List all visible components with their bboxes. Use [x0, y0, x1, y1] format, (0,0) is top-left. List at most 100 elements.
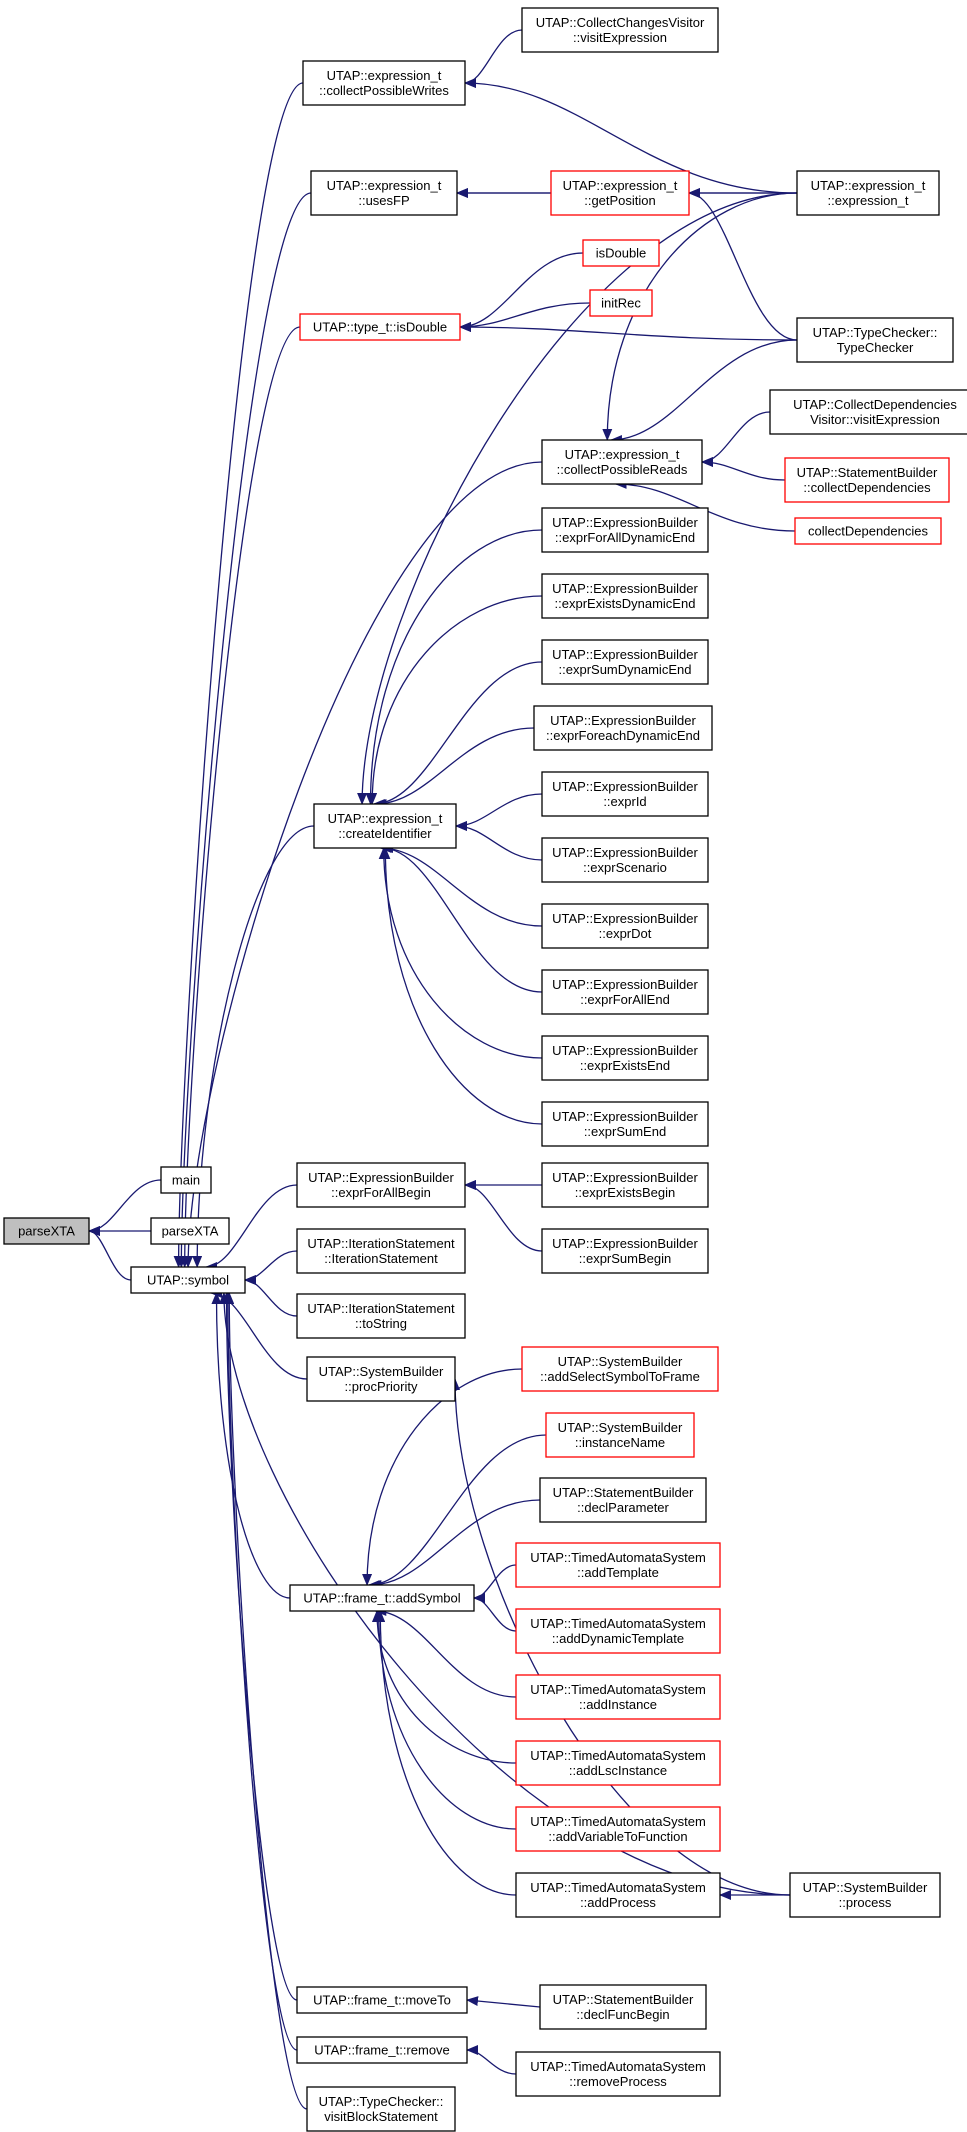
node-box-exprSumBegin[interactable] — [541, 1228, 709, 1274]
node-box-moveTo[interactable] — [296, 1986, 468, 2014]
node-collectDepVisitor[interactable]: UTAP::CollectDependenciesVisitor::visitE… — [769, 389, 967, 435]
node-box-parseXTA2[interactable] — [150, 1217, 230, 1245]
node-symbol[interactable]: UTAP::symbol — [130, 1266, 246, 1294]
node-box-parseXTA_root[interactable] — [3, 1217, 90, 1245]
node-box-usesFP[interactable] — [310, 170, 458, 216]
node-box-exprExistsEnd[interactable] — [541, 1035, 709, 1081]
node-moveTo[interactable]: UTAP::frame_t::moveTo — [296, 1986, 468, 2014]
node-collectPossibleWrites[interactable]: UTAP::expression_t::collectPossibleWrite… — [302, 60, 466, 106]
node-box-typeChecker[interactable] — [796, 317, 954, 363]
node-initRec[interactable]: initRec — [589, 289, 653, 317]
node-exprExistsEnd[interactable]: UTAP::ExpressionBuilder::exprExistsEnd — [541, 1035, 709, 1081]
node-sysProcess[interactable]: UTAP::SystemBuilder::process — [789, 1872, 941, 1918]
node-box-iterStmt[interactable] — [296, 1228, 466, 1274]
node-parseXTA_root[interactable]: parseXTA — [3, 1217, 90, 1245]
node-procPriority[interactable]: UTAP::SystemBuilder::procPriority — [306, 1356, 456, 1402]
node-exprId[interactable]: UTAP::ExpressionBuilder::exprId — [541, 771, 709, 817]
node-box-collectChanges[interactable] — [521, 7, 719, 53]
node-box-main[interactable] — [160, 1166, 212, 1194]
node-collectPossibleReads[interactable]: UTAP::expression_t::collectPossibleReads — [541, 439, 703, 485]
node-box-typeIsDouble[interactable] — [299, 313, 461, 341]
node-box-getPosition[interactable] — [550, 170, 690, 216]
node-declParameter[interactable]: UTAP::StatementBuilder::declParameter — [539, 1477, 707, 1523]
node-box-exprForAllEnd[interactable] — [541, 969, 709, 1015]
node-box-visitBlock[interactable] — [306, 2086, 456, 2132]
node-box-isDoubleFn[interactable] — [582, 239, 660, 267]
node-getPosition[interactable]: UTAP::expression_t::getPosition — [550, 170, 690, 216]
node-box-addSelectSymbol[interactable] — [521, 1346, 719, 1392]
node-box-collectDepVisitor[interactable] — [769, 389, 967, 435]
node-exprForeachDynEnd[interactable]: UTAP::ExpressionBuilder::exprForeachDyna… — [533, 705, 713, 751]
node-addSelectSymbol[interactable]: UTAP::SystemBuilder::addSelectSymbolToFr… — [521, 1346, 719, 1392]
node-typeChecker[interactable]: UTAP::TypeChecker::TypeChecker — [796, 317, 954, 363]
node-addLscInstance[interactable]: UTAP::TimedAutomataSystem::addLscInstanc… — [515, 1740, 721, 1786]
node-createIdentifier[interactable]: UTAP::expression_t::createIdentifier — [313, 803, 457, 849]
node-exprExistsBegin[interactable]: UTAP::ExpressionBuilder::exprExistsBegin — [541, 1162, 709, 1208]
node-box-exprForeachDynEnd[interactable] — [533, 705, 713, 751]
node-box-removeProcess[interactable] — [515, 2051, 721, 2097]
node-exprCtor[interactable]: UTAP::expression_t::expression_t — [796, 170, 940, 216]
node-box-collectPossibleReads[interactable] — [541, 439, 703, 485]
node-box-addProcess[interactable] — [515, 1872, 721, 1918]
node-box-procPriority[interactable] — [306, 1356, 456, 1402]
node-box-collectDeps[interactable] — [794, 517, 942, 545]
node-addSymbol[interactable]: UTAP::frame_t::addSymbol — [289, 1584, 475, 1612]
node-typeIsDouble[interactable]: UTAP::type_t::isDouble — [299, 313, 461, 341]
node-exprSumBegin[interactable]: UTAP::ExpressionBuilder::exprSumBegin — [541, 1228, 709, 1274]
node-addVarToFunc[interactable]: UTAP::TimedAutomataSystem::addVariableTo… — [515, 1806, 721, 1852]
node-box-addTemplate[interactable] — [515, 1542, 721, 1588]
node-parseXTA2[interactable]: parseXTA — [150, 1217, 230, 1245]
node-box-iterToString[interactable] — [296, 1293, 466, 1339]
node-removeProcess[interactable]: UTAP::TimedAutomataSystem::removeProcess — [515, 2051, 721, 2097]
node-box-exprForAllDynEnd[interactable] — [541, 507, 709, 553]
node-iterStmt[interactable]: UTAP::IterationStatement::IterationState… — [296, 1228, 466, 1274]
node-exprExistsDynEnd[interactable]: UTAP::ExpressionBuilder::exprExistsDynam… — [541, 573, 709, 619]
node-box-stmtCollectDeps[interactable] — [784, 457, 950, 503]
node-box-declParameter[interactable] — [539, 1477, 707, 1523]
node-iterToString[interactable]: UTAP::IterationStatement::toString — [296, 1293, 466, 1339]
node-addProcess[interactable]: UTAP::TimedAutomataSystem::addProcess — [515, 1872, 721, 1918]
node-addTemplate[interactable]: UTAP::TimedAutomataSystem::addTemplate — [515, 1542, 721, 1588]
node-exprScenario[interactable]: UTAP::ExpressionBuilder::exprScenario — [541, 837, 709, 883]
node-box-instanceName[interactable] — [545, 1412, 695, 1458]
node-collectChanges[interactable]: UTAP::CollectChangesVisitor::visitExpres… — [521, 7, 719, 53]
node-remove[interactable]: UTAP::frame_t::remove — [296, 2036, 468, 2064]
node-box-addSymbol[interactable] — [289, 1584, 475, 1612]
node-exprSumDynEnd[interactable]: UTAP::ExpressionBuilder::exprSumDynamicE… — [541, 639, 709, 685]
node-declFuncBegin[interactable]: UTAP::StatementBuilder::declFuncBegin — [539, 1984, 707, 2030]
node-box-createIdentifier[interactable] — [313, 803, 457, 849]
node-box-sysProcess[interactable] — [789, 1872, 941, 1918]
node-box-addLscInstance[interactable] — [515, 1740, 721, 1786]
node-exprSumEnd[interactable]: UTAP::ExpressionBuilder::exprSumEnd — [541, 1101, 709, 1147]
node-isDoubleFn[interactable]: isDouble — [582, 239, 660, 267]
node-exprDot[interactable]: UTAP::ExpressionBuilder::exprDot — [541, 903, 709, 949]
node-exprForAllEnd[interactable]: UTAP::ExpressionBuilder::exprForAllEnd — [541, 969, 709, 1015]
node-box-addDynTemplate[interactable] — [515, 1608, 721, 1654]
node-addDynTemplate[interactable]: UTAP::TimedAutomataSystem::addDynamicTem… — [515, 1608, 721, 1654]
node-collectDeps[interactable]: collectDependencies — [794, 517, 942, 545]
node-box-remove[interactable] — [296, 2036, 468, 2064]
node-stmtCollectDeps[interactable]: UTAP::StatementBuilder::collectDependenc… — [784, 457, 950, 503]
node-instanceName[interactable]: UTAP::SystemBuilder::instanceName — [545, 1412, 695, 1458]
node-box-exprSumDynEnd[interactable] — [541, 639, 709, 685]
node-box-symbol[interactable] — [130, 1266, 246, 1294]
node-addInstance[interactable]: UTAP::TimedAutomataSystem::addInstance — [515, 1674, 721, 1720]
node-box-addInstance[interactable] — [515, 1674, 721, 1720]
node-box-addVarToFunc[interactable] — [515, 1806, 721, 1852]
node-box-exprForAllBegin[interactable] — [296, 1162, 466, 1208]
node-box-declFuncBegin[interactable] — [539, 1984, 707, 2030]
node-exprForAllBegin[interactable]: UTAP::ExpressionBuilder::exprForAllBegin — [296, 1162, 466, 1208]
node-box-exprCtor[interactable] — [796, 170, 940, 216]
node-box-exprSumEnd[interactable] — [541, 1101, 709, 1147]
node-box-exprScenario[interactable] — [541, 837, 709, 883]
node-box-exprDot[interactable] — [541, 903, 709, 949]
node-visitBlock[interactable]: UTAP::TypeChecker::visitBlockStatement — [306, 2086, 456, 2132]
node-box-exprExistsDynEnd[interactable] — [541, 573, 709, 619]
node-main[interactable]: main — [160, 1166, 212, 1194]
node-box-exprId[interactable] — [541, 771, 709, 817]
node-box-initRec[interactable] — [589, 289, 653, 317]
node-box-exprExistsBegin[interactable] — [541, 1162, 709, 1208]
node-box-collectPossibleWrites[interactable] — [302, 60, 466, 106]
node-usesFP[interactable]: UTAP::expression_t::usesFP — [310, 170, 458, 216]
node-exprForAllDynEnd[interactable]: UTAP::ExpressionBuilder::exprForAllDynam… — [541, 507, 709, 553]
